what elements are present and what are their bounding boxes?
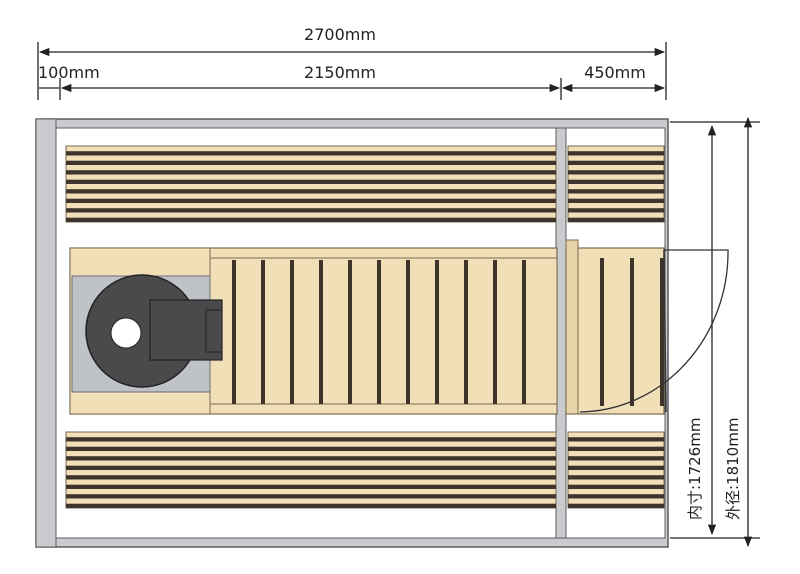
bench-slat-gap bbox=[568, 170, 664, 175]
bench-slat-gap bbox=[66, 170, 556, 175]
door-leaf bbox=[663, 249, 667, 413]
bench-slat-gap bbox=[66, 217, 556, 222]
bench-slat-gap bbox=[568, 456, 664, 461]
bench-slat-gap bbox=[66, 484, 556, 489]
bench-slat-gap bbox=[66, 208, 556, 213]
floor-slat-gap bbox=[261, 260, 265, 404]
wall-width-label: 100mm bbox=[38, 63, 100, 82]
door-swing-arc-icon bbox=[579, 249, 729, 413]
lower-bench-main bbox=[65, 431, 557, 509]
floor-slat-gap bbox=[522, 260, 526, 404]
floor-slats bbox=[232, 260, 526, 404]
floor-slat-gap bbox=[232, 260, 236, 404]
bench-slat-gap bbox=[66, 151, 556, 156]
bench-slat-gap bbox=[568, 198, 664, 203]
floor-slat-gap bbox=[630, 258, 634, 406]
bench-slat-gap bbox=[66, 160, 556, 165]
bench-slat-gap bbox=[66, 503, 556, 508]
floor-slat-gap bbox=[290, 260, 294, 404]
floor-slat-gap bbox=[406, 260, 410, 404]
bench-slat-gap bbox=[568, 484, 664, 489]
total-width-label: 2700mm bbox=[304, 25, 376, 44]
floor-slat-gap bbox=[348, 260, 352, 404]
bench-slat-gap bbox=[568, 189, 664, 194]
bench-slat-gap bbox=[66, 437, 556, 442]
floor-slat-gap bbox=[660, 258, 664, 406]
stove-vent-hole bbox=[110, 317, 142, 349]
floor-slat-gap bbox=[377, 260, 381, 404]
bench-slat-gap bbox=[568, 160, 664, 165]
entry-floor-slats bbox=[600, 258, 664, 406]
floor-slat-gap bbox=[493, 260, 497, 404]
bench-slat-gap bbox=[568, 217, 664, 222]
bench-slat-gap bbox=[568, 503, 664, 508]
bench-slat-gap bbox=[568, 446, 664, 451]
entry-floor bbox=[565, 239, 665, 415]
bench-slat-gap bbox=[568, 494, 664, 499]
outer-depth-label: 外径:1810mm bbox=[724, 418, 742, 520]
inner-depth-label: 内寸:1726mm bbox=[686, 418, 704, 520]
floor-slat-gap bbox=[435, 260, 439, 404]
main-room-width-label: 2150mm bbox=[304, 63, 376, 82]
floor-slat-gap bbox=[464, 260, 468, 404]
bench-slat-gap bbox=[66, 198, 556, 203]
bench-slat-gap bbox=[66, 456, 556, 461]
lower-bench-entry bbox=[567, 431, 665, 509]
left-wall bbox=[35, 118, 57, 548]
floor-slat-gap bbox=[600, 258, 604, 406]
dimension-annotations bbox=[37, 42, 760, 548]
bench-slat-gap bbox=[568, 437, 664, 442]
upper-bench-main bbox=[65, 145, 557, 223]
bench-slat-gap bbox=[568, 475, 664, 480]
bench-slat-gap bbox=[66, 494, 556, 499]
bench-slat-gap bbox=[568, 151, 664, 156]
bench-slat-gap bbox=[66, 465, 556, 470]
entry-width-label: 450mm bbox=[584, 63, 646, 82]
bench-slat-gap bbox=[66, 189, 556, 194]
bench-slat-gap bbox=[568, 208, 664, 213]
bench-slat-gap bbox=[66, 475, 556, 480]
upper-bench-entry bbox=[567, 145, 665, 223]
bench-slat-gap bbox=[66, 179, 556, 184]
bench-slat-gap bbox=[568, 465, 664, 470]
sauna-stove-icon bbox=[71, 274, 223, 393]
bench-slat-gap bbox=[66, 446, 556, 451]
bench-slat-gap bbox=[568, 179, 664, 184]
floor-slat-gap bbox=[319, 260, 323, 404]
